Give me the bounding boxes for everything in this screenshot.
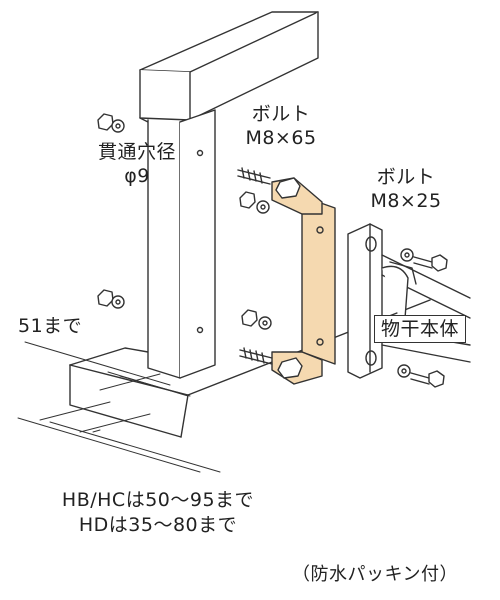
label-range-hd: HDは35～80まで bbox=[78, 514, 238, 536]
label-long-bolt-name: ボルト bbox=[251, 103, 311, 125]
nut-washer-set-3 bbox=[239, 191, 270, 214]
label-waterproof-note: （防水パッキン付） bbox=[292, 564, 458, 585]
bracket bbox=[271, 177, 336, 385]
label-short-bolt: ボルト M8×25 bbox=[356, 165, 456, 213]
label-range-hb-hc: HB/HCは50～95まで bbox=[61, 489, 255, 511]
label-through-hole-name: 貫通穴径 bbox=[97, 141, 176, 163]
handrail-beam bbox=[139, 11, 319, 123]
long-bolt-upper bbox=[237, 167, 301, 199]
short-bolt-lower bbox=[397, 364, 445, 388]
label-short-bolt-size: M8×25 bbox=[370, 190, 442, 212]
nut-washer-set-4 bbox=[241, 309, 272, 330]
post bbox=[147, 109, 216, 379]
label-long-bolt: ボルト M8×65 bbox=[236, 102, 326, 150]
label-short-bolt-name: ボルト bbox=[376, 166, 436, 188]
label-long-bolt-size: M8×65 bbox=[245, 127, 317, 149]
short-bolt-upper bbox=[400, 248, 448, 272]
main-body-rail bbox=[381, 254, 471, 363]
nut-washer-set-1 bbox=[97, 113, 125, 133]
label-upto-51: 51まで bbox=[18, 315, 83, 337]
nut-washer-set-2 bbox=[97, 289, 125, 309]
label-through-hole-size: φ9 bbox=[124, 165, 150, 187]
label-through-hole: 貫通穴径 φ9 bbox=[72, 140, 202, 188]
label-thickness-range: HB/HCは50～95まで HDは35～80まで bbox=[38, 488, 278, 538]
dimension-lines bbox=[17, 341, 221, 473]
base-plate bbox=[347, 223, 383, 379]
label-main-body: 物干本体 bbox=[374, 315, 467, 343]
long-bolt-lower bbox=[239, 347, 303, 379]
